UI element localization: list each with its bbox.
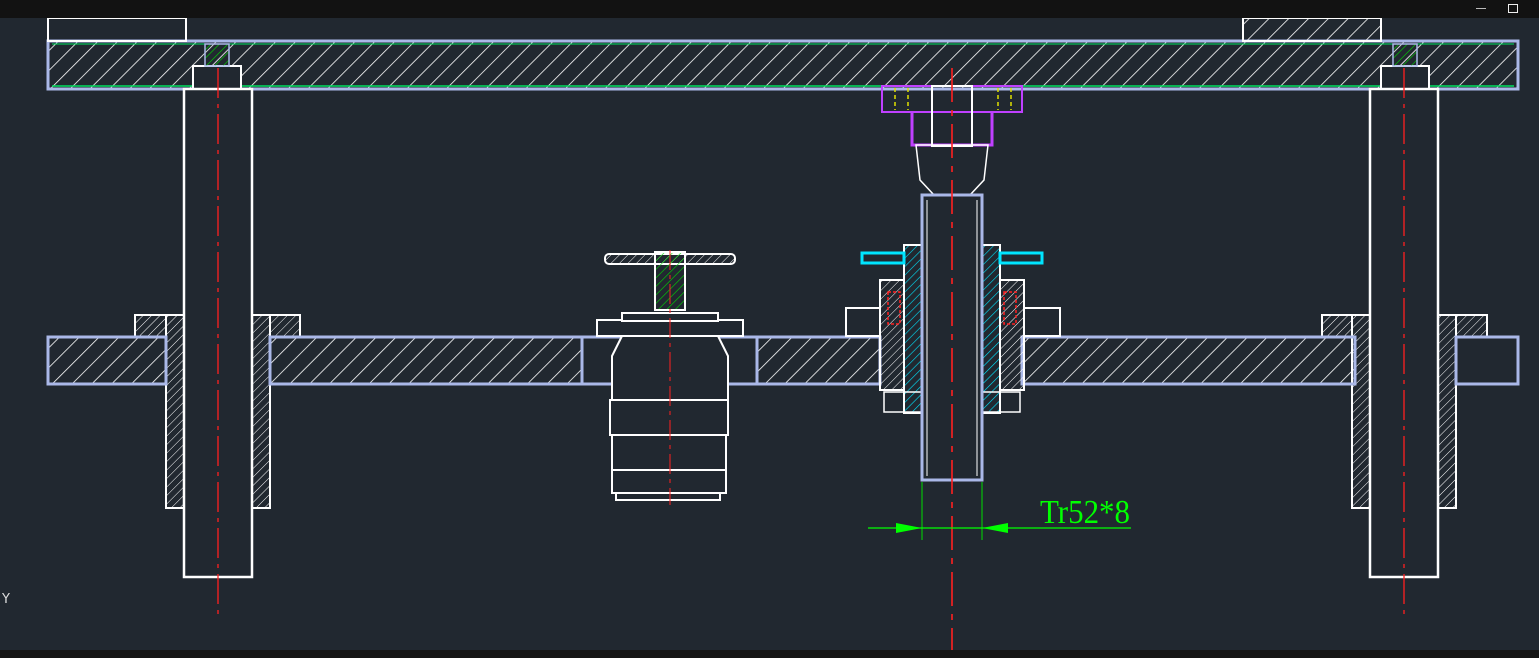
dimension-arrow-left xyxy=(896,523,922,533)
top-left-block[interactable] xyxy=(47,18,187,42)
minimize-button[interactable] xyxy=(1466,0,1496,18)
cad-drawing-canvas[interactable]: Tr52*8 xyxy=(0,18,1539,650)
handwheel-assembly[interactable] xyxy=(596,250,744,505)
top-right-block[interactable] xyxy=(1242,18,1382,42)
bottom-bar xyxy=(0,650,1539,658)
title-bar xyxy=(0,0,1539,18)
top-plate[interactable] xyxy=(46,39,1520,91)
dimension-arrow-right xyxy=(982,523,1008,533)
middle-plate[interactable] xyxy=(46,335,1520,386)
lead-screw-assembly[interactable] xyxy=(845,68,1061,650)
thread-dimension[interactable]: Tr52*8 xyxy=(868,482,1131,540)
maximize-button[interactable] xyxy=(1498,0,1528,18)
dimension-text[interactable]: Tr52*8 xyxy=(1040,494,1130,531)
minimize-icon xyxy=(1476,8,1486,9)
maximize-icon xyxy=(1508,4,1518,13)
left-column[interactable] xyxy=(134,43,301,620)
ucs-y-axis-label: Y xyxy=(2,592,10,607)
right-column[interactable] xyxy=(1321,43,1488,620)
